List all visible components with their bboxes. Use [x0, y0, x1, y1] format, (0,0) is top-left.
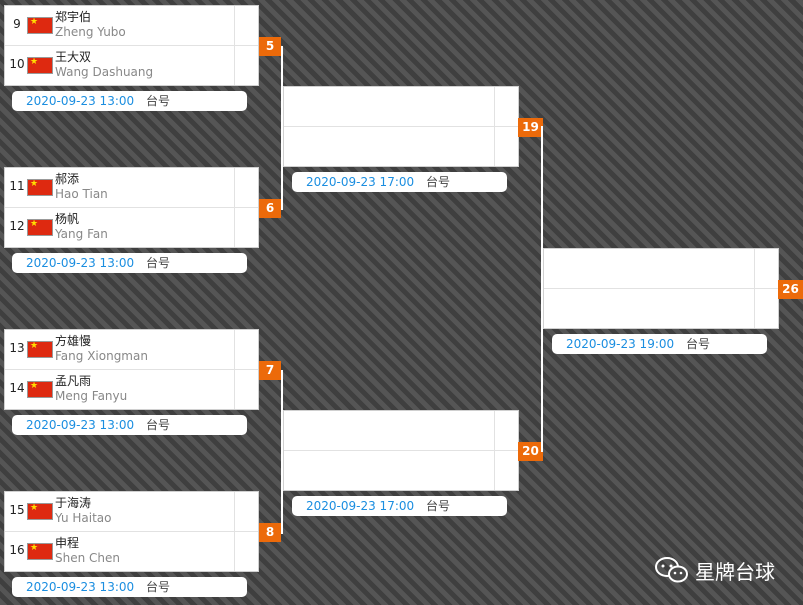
- match-number-badge: 20: [518, 442, 543, 461]
- player-name-cn: 孟凡雨: [55, 374, 92, 388]
- player-name-en: Yang Fan: [55, 227, 108, 241]
- match-box-19[interactable]: [283, 86, 519, 167]
- player-name-en: Shen Chen: [55, 551, 120, 565]
- score-column: [494, 87, 518, 166]
- player-row[interactable]: 11 ★ 郝添 Hao Tian: [5, 168, 258, 208]
- score-column: [234, 6, 258, 85]
- player-seed: 13: [9, 341, 25, 355]
- player-row[interactable]: 13 ★ 方雄慢 Fang Xiongman: [5, 330, 258, 370]
- table-label: 台号: [146, 418, 171, 432]
- china-flag-icon: ★: [27, 179, 53, 196]
- match-number-badge: 6: [259, 199, 281, 218]
- match-number-badge: 8: [259, 523, 281, 542]
- player-row[interactable]: 12 ★ 杨帆 Yang Fan: [5, 208, 258, 248]
- player-row[interactable]: [284, 451, 518, 491]
- match-date: 2020-09-23 13:00: [26, 256, 135, 270]
- china-flag-icon: ★: [27, 543, 53, 560]
- player-seed: 16: [9, 543, 25, 557]
- match-box-5[interactable]: 9 ★ 郑宇伯 Zheng Yubo 10 ★ 王大双 Wang Dashuan…: [4, 5, 259, 86]
- score-column: [494, 411, 518, 490]
- china-flag-icon: ★: [27, 503, 53, 520]
- table-label: 台号: [146, 580, 171, 594]
- player-name-cn: 方雄慢: [55, 334, 92, 348]
- match-date: 2020-09-23 17:00: [306, 175, 415, 189]
- player-seed: 15: [9, 503, 25, 517]
- wechat-icon: [655, 557, 689, 583]
- player-seed: 10: [9, 57, 25, 71]
- bracket-connector: [281, 370, 283, 534]
- player-seed: 12: [9, 219, 25, 233]
- china-flag-icon: ★: [27, 341, 53, 358]
- player-name-cn: 于海涛: [55, 496, 92, 510]
- player-name-en: Hao Tian: [55, 187, 108, 201]
- table-label: 台号: [426, 499, 451, 513]
- player-row[interactable]: 16 ★ 申程 Shen Chen: [5, 532, 258, 572]
- score-column: [234, 492, 258, 571]
- china-flag-icon: ★: [27, 219, 53, 236]
- match-date: 2020-09-23 19:00: [566, 337, 675, 351]
- player-name-en: Meng Fanyu: [55, 389, 128, 403]
- player-row[interactable]: 15 ★ 于海涛 Yu Haitao: [5, 492, 258, 532]
- match-info-bar: 2020-09-23 13:00 台号: [12, 91, 247, 111]
- player-seed: 9: [13, 17, 21, 31]
- player-name-cn: 郝添: [55, 172, 80, 186]
- player-row[interactable]: [544, 289, 778, 329]
- player-seed: 14: [9, 381, 25, 395]
- match-date: 2020-09-23 13:00: [26, 418, 135, 432]
- china-flag-icon: ★: [27, 57, 53, 74]
- player-name-cn: 申程: [55, 536, 80, 550]
- match-box-6[interactable]: 11 ★ 郝添 Hao Tian 12 ★ 杨帆 Yang Fan: [4, 167, 259, 248]
- player-name-en: Yu Haitao: [55, 511, 112, 525]
- match-number-badge: 7: [259, 361, 281, 380]
- table-label: 台号: [426, 175, 451, 189]
- bracket-connector: [541, 126, 543, 452]
- player-seed: 11: [9, 179, 25, 193]
- bracket-connector: [281, 46, 283, 210]
- player-row[interactable]: [284, 127, 518, 167]
- match-box-26[interactable]: [543, 248, 779, 329]
- player-name-cn: 王大双: [55, 50, 92, 64]
- score-column: [234, 168, 258, 247]
- match-date: 2020-09-23 17:00: [306, 499, 415, 513]
- table-label: 台号: [146, 256, 171, 270]
- player-name-en: Fang Xiongman: [55, 349, 148, 363]
- player-name-en: Zheng Yubo: [55, 25, 126, 39]
- china-flag-icon: ★: [27, 17, 53, 34]
- watermark-logo: 星牌台球: [655, 556, 775, 584]
- table-label: 台号: [686, 337, 711, 351]
- match-box-20[interactable]: [283, 410, 519, 491]
- player-name-en: Wang Dashuang: [55, 65, 154, 79]
- player-row[interactable]: [544, 249, 778, 289]
- match-box-8[interactable]: 15 ★ 于海涛 Yu Haitao 16 ★ 申程 Shen Chen: [4, 491, 259, 572]
- player-row[interactable]: [284, 411, 518, 451]
- match-number-badge: 5: [259, 37, 281, 56]
- china-flag-icon: ★: [27, 381, 53, 398]
- match-date: 2020-09-23 13:00: [26, 94, 135, 108]
- match-info-bar: 2020-09-23 17:00 台号: [292, 496, 507, 516]
- match-info-bar: 2020-09-23 19:00 台号: [552, 334, 767, 354]
- match-number-badge: 19: [518, 118, 543, 137]
- player-row[interactable]: [284, 87, 518, 127]
- match-date: 2020-09-23 13:00: [26, 580, 135, 594]
- player-row[interactable]: 14 ★ 孟凡雨 Meng Fanyu: [5, 370, 258, 410]
- player-name-cn: 杨帆: [55, 212, 80, 226]
- score-column: [234, 330, 258, 409]
- player-row[interactable]: 10 ★ 王大双 Wang Dashuang: [5, 46, 258, 86]
- match-box-7[interactable]: 13 ★ 方雄慢 Fang Xiongman 14 ★ 孟凡雨 Meng Fan…: [4, 329, 259, 410]
- table-label: 台号: [146, 94, 171, 108]
- watermark-text: 星牌台球: [695, 559, 775, 584]
- match-info-bar: 2020-09-23 13:00 台号: [12, 253, 247, 273]
- score-column: [754, 249, 778, 328]
- match-info-bar: 2020-09-23 13:00 台号: [12, 577, 247, 597]
- player-row[interactable]: 9 ★ 郑宇伯 Zheng Yubo: [5, 6, 258, 46]
- player-name-cn: 郑宇伯: [55, 10, 92, 24]
- match-info-bar: 2020-09-23 17:00 台号: [292, 172, 507, 192]
- match-info-bar: 2020-09-23 13:00 台号: [12, 415, 247, 435]
- match-number-badge: 26: [778, 280, 803, 299]
